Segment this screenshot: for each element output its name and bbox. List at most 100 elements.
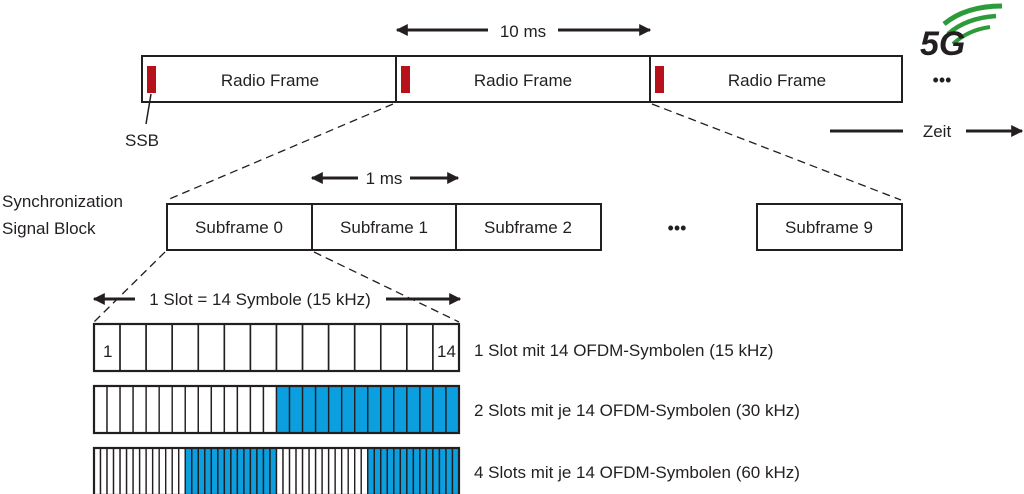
subframe-label-1: Subframe 1 [340,218,428,237]
slot-rows [92,322,461,494]
ofdm-symbol-row3-39 [340,447,349,494]
slot-row-label-30khz: 2 Slots mit je 14 OFDM-Symbolen (30 kHz) [474,401,800,420]
ofdm-symbol-row3-2 [99,447,108,494]
ofdm-symbol-row3-5 [119,447,128,494]
frame-continuation-dots: ••• [933,70,952,90]
signal-arc-inner-icon [951,25,991,46]
one-ms-span: 1 ms [310,169,460,188]
ofdm-symbol-row3-7 [132,447,141,494]
ofdm-symbol-row2-16 [288,385,304,434]
ofdm-symbol-row2-5 [145,385,160,434]
ofdm-symbol-row3-11 [158,447,167,494]
ofdm-symbol-row3-54 [438,447,447,494]
ofdm-symbol-row2-8 [184,385,199,434]
ofdm-symbol-row3-50 [412,447,421,494]
ofdm-symbol-row3-30 [282,447,291,494]
ofdm-symbol-row3-20 [217,447,226,494]
ofdm-symbol-row3-25 [249,447,258,494]
ofdm-symbol-row2-27 [432,385,447,434]
ofdm-symbol-row3-32 [295,447,304,494]
ofdm-symbol-row1-6 [223,323,252,372]
ofdm-symbol-row3-19 [210,447,219,494]
ten-ms-span: 10 ms [395,22,652,41]
slot-row-outline-1 [92,322,461,373]
ofdm-symbol-row2-19 [327,385,343,434]
ofdm-symbol-row3-35 [314,447,323,494]
ofdm-symbol-row1-8 [275,323,304,372]
ofdm-symbol-row3-34 [308,447,317,494]
last-symbol-index: 14 [437,342,456,361]
ofdm-symbol-row3-17 [197,447,206,494]
ofdm-symbol-row2-26 [419,385,434,434]
5g-logo: 5G [920,3,1003,63]
ofdm-symbol-row2-25 [406,385,421,434]
ofdm-symbol-row3-36 [321,447,330,494]
ssb-label: SSB [125,131,159,150]
ofdm-symbol-row3-33 [301,447,310,494]
ofdm-symbol-row1-12 [379,323,408,372]
ofdm-symbol-row3-6 [125,447,134,494]
ofdm-symbol-row2-15 [275,385,291,434]
ofdm-symbol-row1-11 [353,323,382,372]
ofdm-symbol-row3-4 [112,447,121,494]
ofdm-symbol-row3-23 [236,447,245,494]
ofdm-symbol-row3-52 [425,447,434,494]
ofdm-symbol-row3-53 [432,447,441,494]
ofdm-symbol-row3-12 [164,447,173,494]
slot-zoom-line-left [93,251,166,323]
radio-frame-bar [141,55,903,103]
zoom-line-left [166,103,394,201]
ofdm-symbol-row2-21 [354,385,369,434]
ofdm-symbol-row2-14 [262,385,278,434]
ofdm-symbol-row3-3 [106,447,115,494]
ofdm-symbol-row3-29 [275,447,284,494]
ofdm-symbol-row2-28 [445,385,460,434]
subframe-continuation-dots: ••• [668,218,687,238]
5g-logo-text: 5G [920,25,965,63]
ofdm-symbol-row2-11 [223,385,239,434]
slot-row-label-60khz: 4 Slots mit je 14 OFDM-Symbolen (60 kHz) [474,463,800,482]
radio-frame-row: Radio Frame Radio Frame Radio Frame ••• [141,55,952,103]
ofdm-symbol-row3-22 [230,447,239,494]
ofdm-symbol-row3-37 [327,447,336,494]
slot-span-label: 1 Slot = 14 Symbole (15 kHz) [149,290,371,309]
ofdm-symbol-row3-49 [406,447,415,494]
ofdm-symbol-row1-7 [249,323,278,372]
ofdm-symbol-row3-15 [184,447,193,494]
ofdm-symbol-row2-22 [367,385,382,434]
ofdm-symbol-row2-23 [380,385,395,434]
ofdm-symbol-row2-9 [197,385,213,434]
radio-frame-label-2: Radio Frame [474,71,572,90]
ofdm-symbol-row1-10 [327,323,356,372]
signal-arc-middle-icon [946,13,997,36]
ten-ms-label: 10 ms [500,22,546,41]
subframe-label-9: Subframe 9 [785,218,873,237]
ofdm-symbol-row2-3 [119,385,134,434]
ssb-marker-1 [147,66,156,93]
ofdm-symbol-row2-13 [249,385,265,434]
ofdm-symbol-row3-21 [223,447,232,494]
ssb-callout-line [145,93,152,125]
ofdm-symbol-row3-13 [171,447,180,494]
zoom-line-right [651,103,902,201]
ofdm-symbol-row3-38 [334,447,343,494]
first-symbol-index: 1 [103,342,112,361]
ofdm-symbol-row3-44 [373,447,382,494]
ofdm-symbol-row3-26 [256,447,265,494]
ofdm-symbol-row3-8 [138,447,147,494]
ofdm-symbol-row3-48 [399,447,408,494]
ofdm-symbol-row3-28 [269,447,278,494]
one-ms-label: 1 ms [366,169,403,188]
slot-zoom-line-right [313,251,460,323]
ofdm-symbol-row1-2 [119,323,147,372]
ofdm-symbol-row3-16 [191,447,199,494]
ofdm-symbol-row3-14 [178,447,186,494]
subframe-label-2: Subframe 2 [484,218,572,237]
signal-arc-outer-icon [942,3,1003,26]
ofdm-symbol-row1-3 [145,323,174,372]
sync-label-line2: Signal Block [2,219,96,238]
subframe-9-box [756,203,903,251]
slot-row-label-15khz: 1 Slot mit 14 OFDM-Symbolen (15 kHz) [474,341,773,360]
